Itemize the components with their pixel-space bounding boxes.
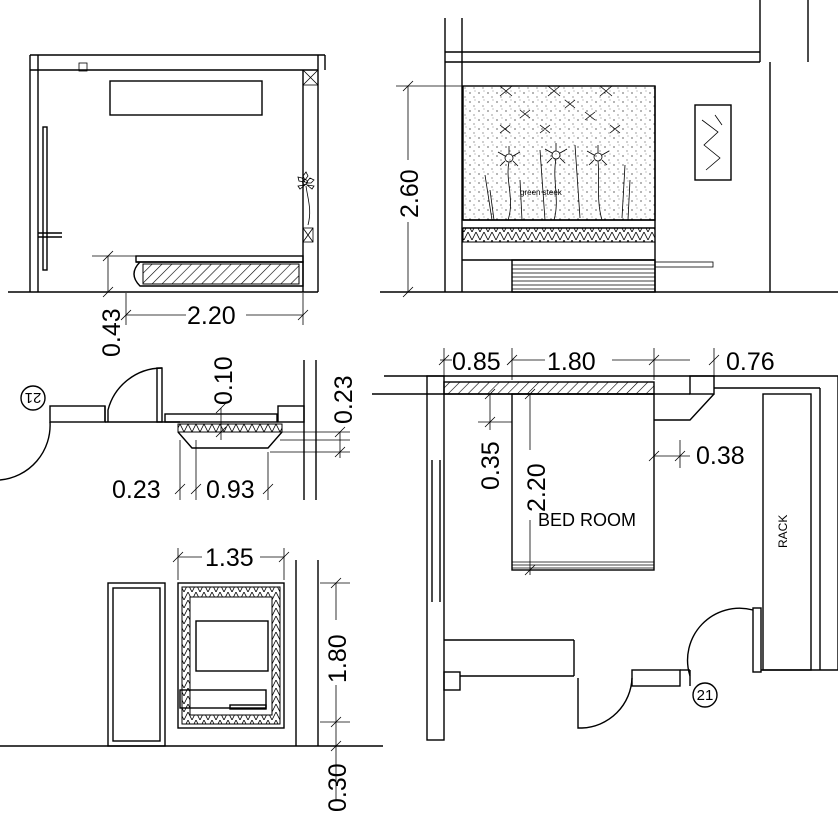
- dim-detail-left: 0.23: [112, 476, 161, 504]
- dim-plan-head: 0.35: [477, 441, 505, 490]
- dim-plan-left: 0.85: [452, 348, 501, 376]
- dim-bed-width: 1.35: [205, 544, 254, 572]
- artwork-text: green steek: [520, 188, 563, 197]
- door-tag-right: 21: [697, 687, 714, 704]
- dim-plan-side: 0.38: [696, 442, 745, 470]
- artwork-flowers: [484, 143, 631, 221]
- door-tag-left: 21: [25, 389, 42, 406]
- wall-frame: [694, 104, 732, 181]
- dim-detail-width: 0.93: [206, 476, 255, 504]
- detail-dims: [174, 402, 350, 500]
- dim-left-elev-height: 0.43: [98, 308, 126, 357]
- dim-detail-depth: 0.23: [330, 375, 358, 424]
- room-name: BED ROOM: [538, 510, 636, 530]
- plan-dims: [438, 348, 720, 576]
- bed-detail: [0, 560, 383, 747]
- dim-detail-thickness: 0.10: [210, 356, 238, 405]
- dim-plan-bed-length: 2.20: [523, 463, 551, 512]
- dim-right-elev-height: 2.60: [396, 169, 424, 218]
- right-elevation: green steek: [380, 0, 838, 298]
- dim-bed-length: 1.80: [324, 634, 352, 683]
- flower-decoration: [297, 171, 315, 226]
- dim-bed-base: 0.30: [324, 763, 352, 812]
- rack-label: RACK: [776, 515, 790, 548]
- floor-plan: [372, 375, 838, 741]
- dim-left-elev-width: 2.20: [187, 302, 236, 330]
- bed-detail-dims: [172, 548, 350, 800]
- left-elevation: [8, 54, 326, 325]
- dim-plan-right: 0.76: [726, 348, 775, 376]
- dim-plan-bed-width: 1.80: [547, 348, 596, 376]
